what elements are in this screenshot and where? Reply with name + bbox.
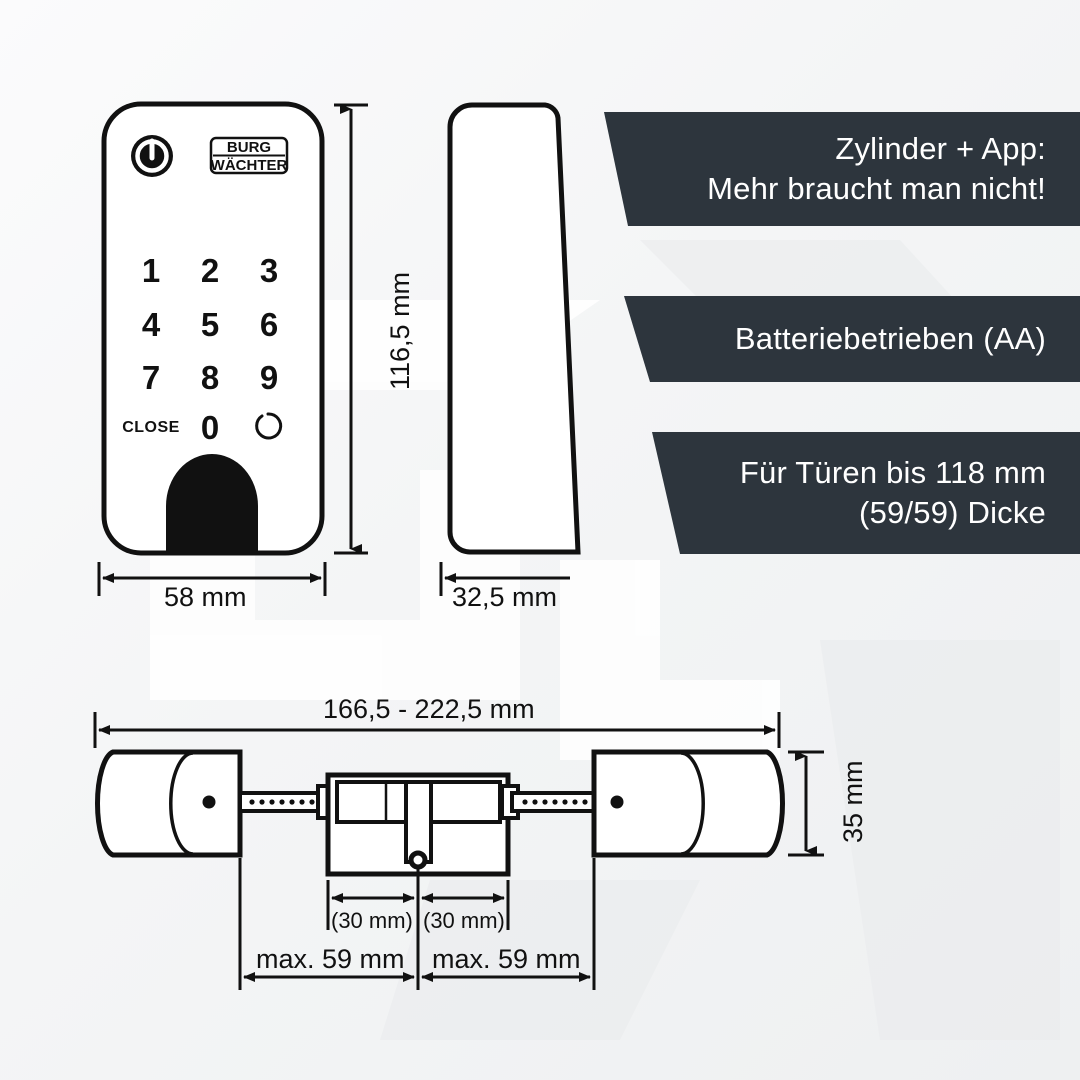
dimension-front-height [334,103,368,555]
key-1[interactable]: 1 [141,252,161,289]
banner-3-line-1: Für Türen bis 118 mm [739,454,1046,490]
banner-2-line-1: Batteriebetrieben (AA) [734,320,1046,356]
brand-logo-line1: BURG [226,139,272,156]
label-cylinder-height: 35 mm [838,760,868,843]
key-2[interactable]: 2 [200,252,220,289]
banner-1-line-2: Mehr braucht man nicht! [707,171,1046,206]
circular-arrow-icon [255,412,283,440]
key-4[interactable]: 4 [141,306,161,343]
burg-waechter-logo [209,136,289,175]
cylinder-body [325,772,511,877]
cylinder-extension-lines [238,858,596,990]
cylinder-right-knob [591,749,785,858]
dimension-cylinder-height [788,750,824,857]
brand-logo-line2: WÄCHTER [210,157,288,174]
keypad-front-outline [101,101,325,556]
cylinder-left-knob [95,749,243,858]
key-6[interactable]: 6 [259,306,279,343]
thumb-pad-shape [166,454,258,553]
dimension-side-width [439,562,570,596]
banner-1-line-1: Zylinder + App: [835,130,1046,166]
feature-banner-battery: Batteriebetrieben (AA) [624,296,1080,382]
key-0[interactable]: 0 [200,409,220,446]
banner-3-line-2: (59/59) Dicke [859,495,1046,530]
key-5[interactable]: 5 [200,306,220,343]
key-3[interactable]: 3 [259,252,279,289]
dimension-cylinder-length [93,712,781,748]
key-close[interactable]: CLOSE [122,419,180,436]
key-9[interactable]: 9 [259,359,279,396]
label-core-right: (30 mm) [423,908,505,933]
cylinder-right-rod [500,784,600,820]
label-core-left: (30 mm) [331,908,413,933]
feature-banner-door-thickness: Für Türen bis 118 mm (59/59) Dicke [652,432,1080,554]
cylinder-left-rod [238,784,336,820]
label-side-width: 32,5 mm [452,582,558,612]
label-front-width: 58 mm [164,582,247,612]
label-max-right: max. 59 mm [432,944,581,974]
label-cylinder-length: 166,5 - 222,5 mm [323,694,535,724]
key-8[interactable]: 8 [200,359,220,396]
power-icon [131,135,173,177]
feature-banner-app: Zylinder + App: Mehr braucht man nicht! [604,112,1080,226]
key-7[interactable]: 7 [141,359,161,396]
keypad-side-profile [447,102,581,555]
dimension-front-width [97,562,327,596]
label-max-left: max. 59 mm [256,944,405,974]
label-front-height: 116,5 mm [385,271,415,390]
